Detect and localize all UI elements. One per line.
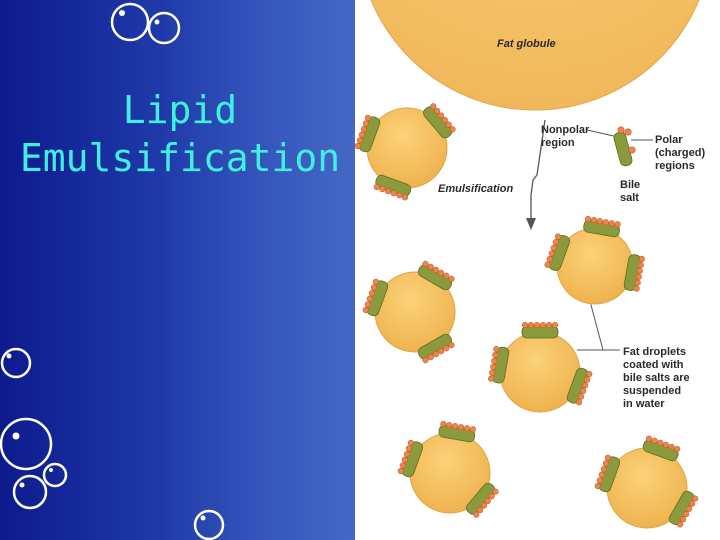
bile-salt-cluster bbox=[544, 233, 571, 271]
bubble-icon bbox=[147, 11, 181, 45]
droplets-label-1: Fat droplets bbox=[623, 346, 686, 358]
bile-salt-cluster bbox=[438, 421, 476, 443]
bubble-icon bbox=[42, 462, 68, 488]
droplets-label-2: coated with bbox=[623, 359, 684, 371]
droplets-label-4: suspended bbox=[623, 385, 681, 397]
bile-salt-cluster bbox=[668, 490, 699, 528]
bile-salt-cluster bbox=[417, 333, 455, 364]
polar-label-1: Polar bbox=[655, 134, 683, 146]
bubble-icon bbox=[0, 417, 53, 471]
bubble-icon bbox=[110, 2, 150, 42]
emulsification-arrow bbox=[530, 119, 546, 222]
bile-salt-label-2: salt bbox=[620, 192, 639, 204]
bubble-icon bbox=[193, 509, 225, 540]
bile-salt-cluster bbox=[423, 103, 456, 139]
slide-title: Lipid Emulsification bbox=[15, 86, 345, 182]
title-panel bbox=[0, 0, 355, 540]
bile-salt-cluster bbox=[642, 435, 681, 462]
fat-droplet bbox=[397, 421, 499, 518]
bile-salt-cluster bbox=[566, 367, 593, 406]
bile-salt-cluster bbox=[521, 321, 559, 339]
emulsification-label: Emulsification bbox=[438, 183, 513, 195]
fat-droplet bbox=[488, 321, 593, 413]
fat-droplet bbox=[544, 216, 645, 305]
bile-salt-cluster bbox=[355, 114, 381, 153]
title-line-1: Lipid bbox=[122, 88, 238, 132]
fat-droplet bbox=[362, 260, 456, 364]
fat-droplet bbox=[594, 435, 699, 529]
polar-label-2: (charged) bbox=[655, 147, 705, 159]
bile-salt-cluster bbox=[373, 174, 412, 201]
fat-droplet bbox=[355, 103, 456, 201]
fat-globule-shape bbox=[370, 0, 700, 111]
bile-salt-molecule bbox=[613, 126, 636, 167]
nonpolar-label-1: Nonpolar bbox=[541, 124, 590, 136]
bile-salt-cluster bbox=[362, 278, 389, 317]
bile-salt-cluster bbox=[397, 439, 424, 478]
bile-salt-cluster bbox=[488, 346, 510, 384]
arrow-head-icon bbox=[526, 218, 536, 230]
fat-droplets bbox=[355, 103, 699, 529]
polar-label-3: regions bbox=[655, 160, 695, 172]
droplets-label-3: bile salts are bbox=[623, 372, 690, 384]
bile-salt-label-1: Bile bbox=[620, 179, 640, 191]
bile-salt-cluster bbox=[583, 216, 621, 238]
decorative-bubbles bbox=[0, 2, 225, 540]
bubble-icon bbox=[12, 474, 48, 510]
svg-text:Polar(charged)regions: Polar(charged)regions bbox=[655, 134, 705, 172]
bile-salt-cluster bbox=[417, 260, 455, 291]
bile-salt-cluster bbox=[594, 454, 621, 493]
bile-salt-cluster bbox=[623, 254, 645, 292]
droplets-label-5: in water bbox=[623, 398, 665, 410]
bile-salt-cluster bbox=[466, 482, 499, 518]
fat-globule-label: Fat globule bbox=[497, 38, 556, 50]
bubble-icon bbox=[0, 347, 32, 379]
title-line-2: Emulsification bbox=[19, 136, 341, 180]
nonpolar-label-2: region bbox=[541, 137, 575, 149]
